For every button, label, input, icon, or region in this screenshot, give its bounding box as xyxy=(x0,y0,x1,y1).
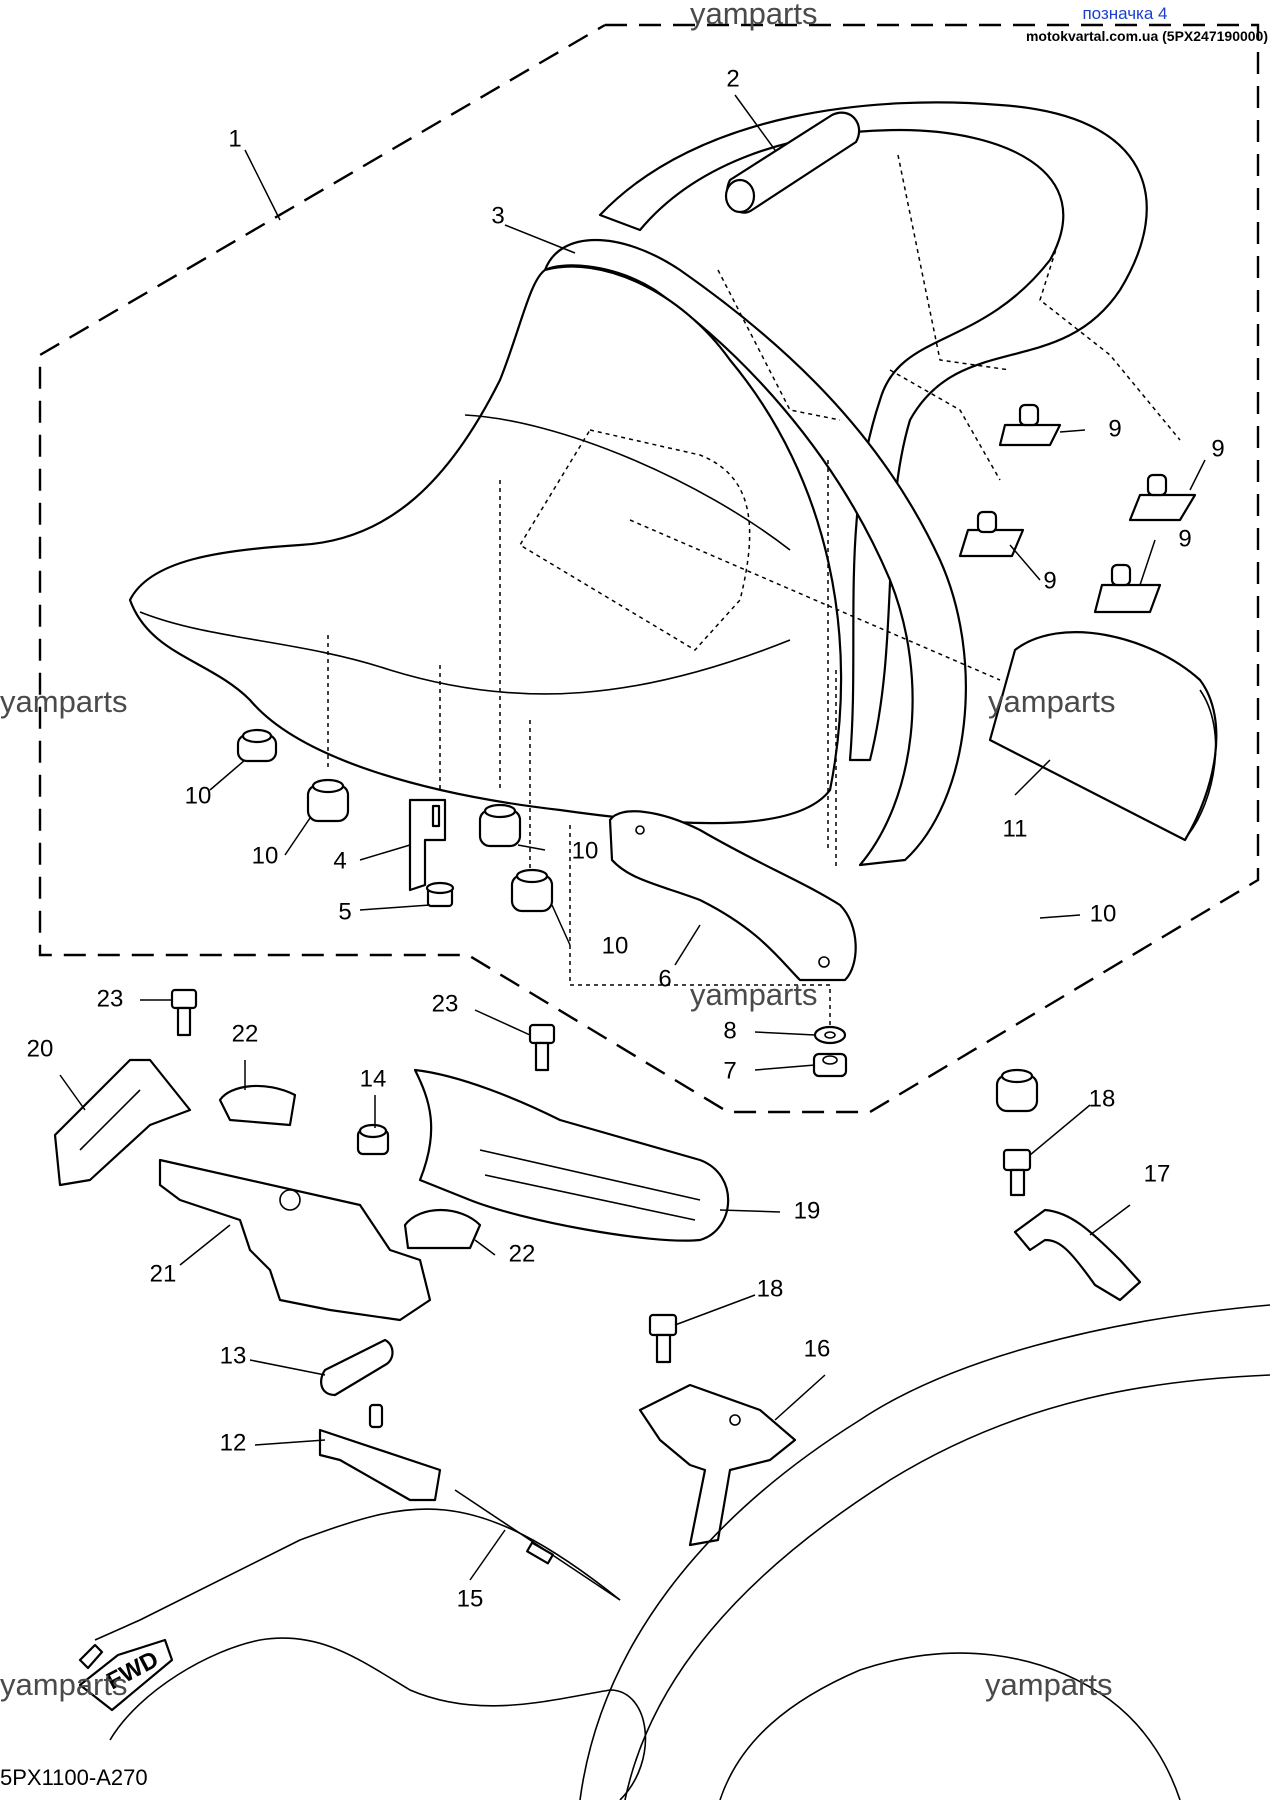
trim-3 xyxy=(543,238,967,867)
watermark-top: yamparts xyxy=(690,0,817,31)
bracket-4 xyxy=(408,798,447,892)
watermark-center: yamparts xyxy=(690,977,817,1012)
fastener-paths xyxy=(327,154,1181,1030)
label-15: 15 xyxy=(457,1585,484,1612)
label-10-a: 10 xyxy=(185,782,212,809)
holder-21 xyxy=(158,1158,432,1322)
pad-22-b xyxy=(403,1208,482,1250)
nut-7 xyxy=(812,1052,848,1078)
damper-10-e xyxy=(995,1068,1039,1113)
plate-13 xyxy=(320,1338,394,1397)
label-1: 1 xyxy=(228,125,241,152)
nut-14 xyxy=(356,1123,390,1156)
label-17: 17 xyxy=(1144,1160,1171,1187)
label-7: 7 xyxy=(723,1057,736,1084)
strap-2 xyxy=(724,111,861,214)
bracket-16 xyxy=(638,1383,797,1547)
lock-12 xyxy=(318,1403,442,1502)
assembly-boundary xyxy=(38,23,1260,1114)
pad-outline xyxy=(518,429,751,651)
label-18-b: 18 xyxy=(1089,1085,1116,1112)
leader-lines xyxy=(59,94,1206,1581)
badge-link[interactable]: позначка 4 xyxy=(1082,4,1168,23)
cover-20 xyxy=(53,1058,192,1187)
label-12: 12 xyxy=(220,1429,247,1456)
watermark-right: yamparts xyxy=(988,684,1115,719)
label-2: 2 xyxy=(726,65,739,92)
watermark-bottom-right: yamparts xyxy=(985,1667,1112,1702)
label-10-c: 10 xyxy=(572,837,599,864)
clip-9-d xyxy=(1093,563,1162,614)
left-frame-outline xyxy=(109,1637,647,1800)
label-18-a: 18 xyxy=(757,1275,784,1302)
handle-17 xyxy=(1013,1208,1142,1302)
plate-11 xyxy=(988,631,1218,842)
label-23-a: 23 xyxy=(97,985,124,1012)
label-10-d: 10 xyxy=(602,932,629,959)
label-23-b: 23 xyxy=(432,990,459,1017)
bracket-6 xyxy=(608,810,857,982)
part-labels: 1 2 3 4 5 6 7 8 9 9 9 9 10 10 10 10 10 1… xyxy=(27,65,1225,1612)
watermark-bottom-left: yamparts xyxy=(0,1667,127,1702)
frame-outline xyxy=(579,1304,1271,1800)
figure-code: 5PX1100-A270 xyxy=(0,1765,148,1790)
clip-9-a xyxy=(998,403,1062,447)
label-8: 8 xyxy=(723,1017,736,1044)
watermarks: yamparts yamparts yamparts yamparts yamp… xyxy=(0,0,1115,1702)
bolt-5 xyxy=(425,881,455,908)
cover-19 xyxy=(413,1068,730,1242)
label-21: 21 xyxy=(150,1260,177,1287)
label-6: 6 xyxy=(658,965,671,992)
main-seat xyxy=(128,265,843,825)
clip-9-c xyxy=(958,510,1025,558)
washer-8 xyxy=(813,1025,847,1045)
fwd-arrow xyxy=(78,1638,174,1712)
seat-rear-section xyxy=(598,101,1148,762)
label-4: 4 xyxy=(333,847,346,874)
source-caption: motokvartal.com.ua (5PX247190000) xyxy=(1025,28,1268,44)
label-10-e: 10 xyxy=(1090,900,1117,927)
label-9-b: 9 xyxy=(1211,435,1224,462)
label-3: 3 xyxy=(491,202,504,229)
label-9-d: 9 xyxy=(1178,525,1191,552)
damper-10-b xyxy=(306,778,350,823)
damper-10-c xyxy=(478,803,522,848)
bolt-23-center xyxy=(528,1023,556,1072)
bolt-18-a xyxy=(648,1313,678,1364)
label-20: 20 xyxy=(27,1035,54,1062)
bolt-23-left xyxy=(170,988,198,1037)
damper-10-d xyxy=(510,868,554,913)
label-22-a: 22 xyxy=(232,1020,259,1047)
label-5: 5 xyxy=(338,898,351,925)
label-11: 11 xyxy=(1003,815,1028,842)
label-9-a: 9 xyxy=(1108,415,1121,442)
watermark-left: yamparts xyxy=(0,684,127,719)
label-10-b: 10 xyxy=(252,842,279,869)
label-13: 13 xyxy=(220,1342,247,1369)
label-14: 14 xyxy=(360,1065,387,1092)
cable-15 xyxy=(78,1489,621,1670)
label-22-b: 22 xyxy=(509,1240,536,1267)
label-9-c: 9 xyxy=(1043,567,1056,594)
label-19: 19 xyxy=(794,1197,821,1224)
label-16: 16 xyxy=(804,1335,831,1362)
clip-9-b xyxy=(1128,473,1197,522)
pad-22-a xyxy=(218,1084,297,1127)
damper-10-a xyxy=(236,728,278,763)
bolt-18-b xyxy=(1002,1148,1032,1197)
